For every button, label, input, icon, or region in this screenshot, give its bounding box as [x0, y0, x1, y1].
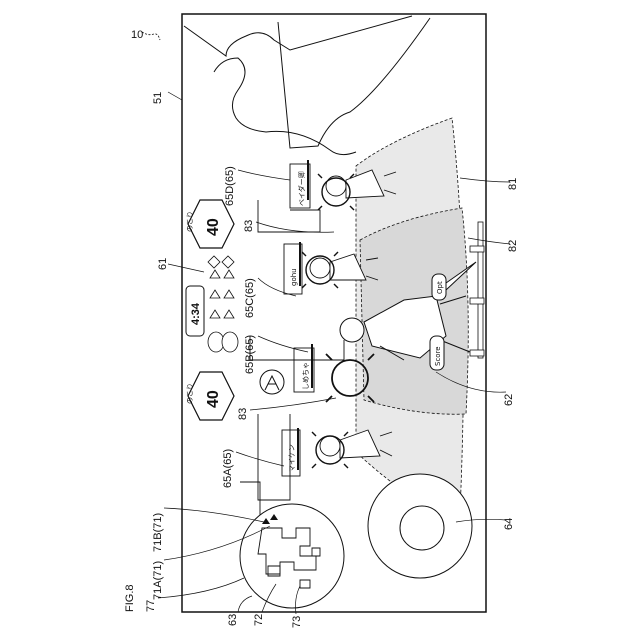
guild-emblem	[260, 370, 284, 394]
nameplate-65D: ベイダー卿	[290, 160, 310, 208]
ref-65A: 65A(65)	[222, 449, 234, 488]
ref-61-leader	[168, 264, 204, 272]
player-name-65D: ベイダー卿	[297, 171, 306, 206]
wall-block-1	[258, 200, 320, 232]
score-button-label: Score	[434, 346, 442, 366]
ref-71A: 71A(71)	[152, 561, 164, 600]
side-gauge-end	[470, 350, 484, 356]
nameplate-65A: マイケン	[282, 428, 300, 476]
player-name-65A: マイケン	[288, 444, 296, 472]
ref-10: 10	[131, 29, 143, 41]
ref-51: 51	[152, 92, 164, 104]
team-emblems	[208, 256, 238, 352]
ref-51-leader	[168, 92, 182, 100]
remaining-counter-bottom: のこり 40	[186, 372, 234, 420]
ref-65D-leader	[238, 170, 290, 180]
side-gauge	[478, 222, 483, 358]
player-name-65B: しめちゃ	[302, 362, 310, 390]
ref-81: 81	[507, 178, 519, 190]
ref-65A-leader	[236, 452, 284, 466]
ref-10-leader	[142, 32, 160, 40]
ref-65D: 65D(65)	[224, 166, 236, 206]
ref-73: 73	[291, 616, 303, 628]
ref-71B: 71B(71)	[152, 513, 164, 552]
ref-72: 72	[253, 614, 265, 626]
ref-65B: 65B(65)	[244, 335, 256, 374]
ref-77-leader	[158, 578, 244, 598]
ref-61: 61	[157, 258, 169, 270]
ref-83-top-leader	[256, 222, 334, 232]
terrain-cliff	[184, 16, 412, 56]
ref-71B-leader	[164, 508, 264, 522]
score-button[interactable]: Score	[430, 336, 444, 370]
ref-82: 82	[507, 240, 519, 252]
player-name-65C: gohu	[290, 268, 298, 286]
figure-title: FIG.8	[124, 584, 136, 612]
remaining-label-top: のこり	[186, 211, 194, 232]
ref-82-leader	[468, 238, 510, 244]
ref-65C: 65C(65)	[244, 278, 256, 318]
opt-button[interactable]: Opt	[432, 274, 446, 300]
opt-button-label: Opt	[436, 281, 444, 294]
nameplate-65C: gohu	[284, 242, 302, 294]
ref-63: 63	[227, 614, 239, 626]
terrain-ridge	[214, 58, 356, 155]
ref-83-bottom: 83	[237, 408, 249, 420]
side-gauge-cap	[470, 246, 484, 252]
wall-block-4	[240, 482, 260, 520]
ref-83-top: 83	[243, 220, 255, 232]
timer-text: 4:34	[190, 302, 202, 325]
remaining-value-top: 40	[205, 218, 222, 236]
minimap[interactable]	[240, 504, 344, 608]
remaining-value-bottom: 40	[205, 390, 222, 408]
ref-83-bottom-leader	[250, 398, 336, 410]
ref-63-leader	[238, 596, 252, 612]
ref-77: 77	[145, 600, 157, 612]
remaining-counter-top: のこり 40	[186, 200, 234, 248]
ref-81-leader	[460, 178, 510, 182]
virtual-joystick-inner[interactable]	[400, 506, 444, 550]
remaining-label-bottom: のこり	[186, 383, 194, 404]
building-backdrop	[278, 18, 430, 148]
side-gauge-mid	[470, 298, 484, 304]
ref-62: 62	[503, 394, 515, 406]
